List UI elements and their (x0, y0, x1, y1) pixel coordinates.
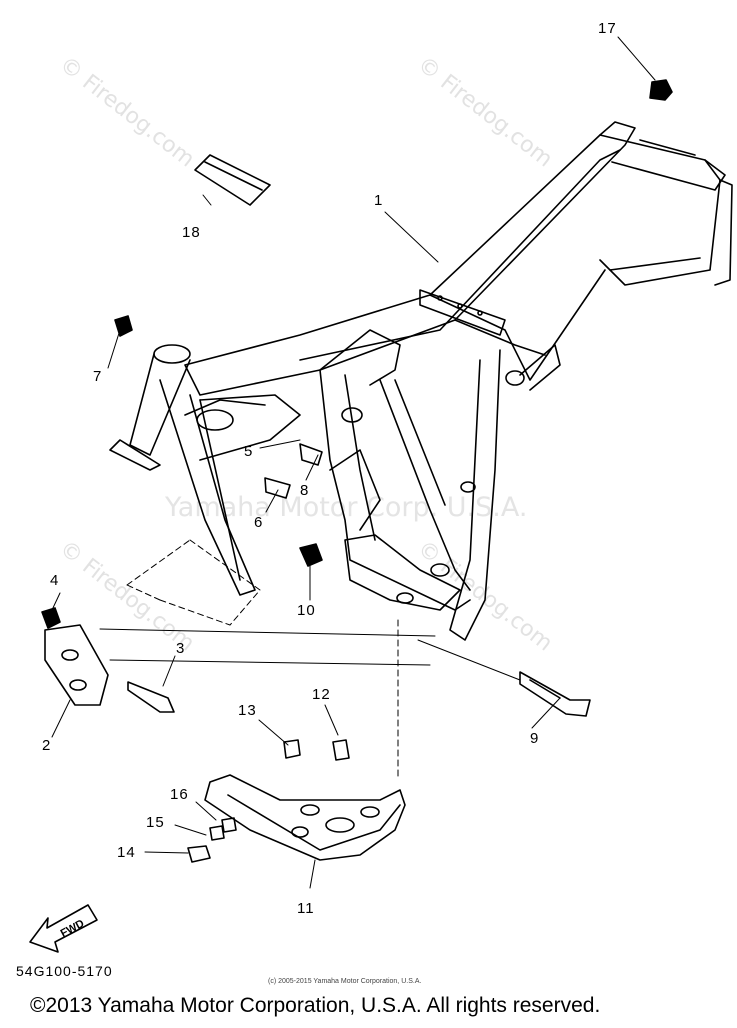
callout-1: 1 (374, 192, 384, 209)
callout-11: 11 (297, 900, 315, 917)
callout-10: 10 (297, 602, 316, 619)
pad-part (194, 154, 271, 206)
skid-plate-part (204, 774, 406, 861)
callout-17: 17 (598, 20, 617, 37)
callout-15: 15 (146, 814, 165, 831)
callout-16: 16 (170, 786, 189, 803)
bushing-part (649, 79, 673, 101)
callout-18: 18 (182, 224, 201, 241)
main-frame (109, 121, 733, 641)
fwd-arrow-icon (29, 904, 98, 953)
part-code: 54G100-5170 (16, 963, 113, 979)
callout-3: 3 (176, 640, 186, 657)
engine-bracket-part (44, 624, 109, 706)
callout-12: 12 (312, 686, 331, 703)
callout-13: 13 (238, 702, 257, 719)
callout-5: 5 (244, 443, 254, 460)
callout-6: 6 (254, 514, 264, 531)
callout-4: 4 (50, 572, 60, 589)
callout-7: 7 (93, 368, 103, 385)
callout-9: 9 (530, 730, 540, 747)
callout-8: 8 (300, 482, 310, 499)
fwd-label: FWD (59, 918, 87, 940)
small-copyright: (c) 2005-2015 Yamaha Motor Corporation, … (268, 978, 422, 985)
callout-14: 14 (117, 844, 136, 861)
callout-2: 2 (42, 737, 52, 754)
copyright-footer: ©2013 Yamaha Motor Corporation, U.S.A. A… (30, 994, 601, 1017)
